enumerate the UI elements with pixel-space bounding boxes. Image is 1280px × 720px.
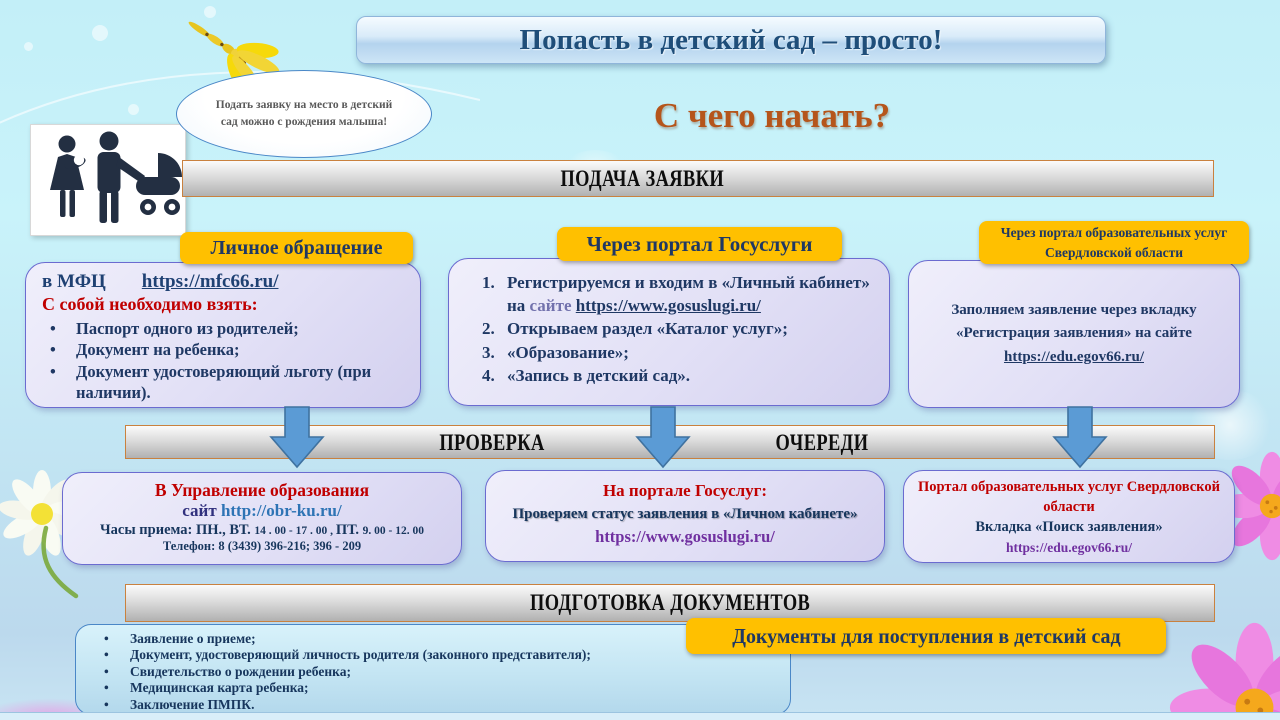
title-banner: Попасть в детский сад – просто! <box>356 16 1106 64</box>
card-personal-visit: в МФЦ https://mfc66.ru/ С собой необходим… <box>25 262 421 408</box>
pink-flower-icon <box>1169 622 1280 720</box>
speech-bubble-text: Подать заявку на место в детский сад мож… <box>215 99 393 128</box>
list-item: Паспорт одного из родителей; <box>42 318 408 340</box>
bubble-dot <box>128 104 139 115</box>
card-gosuslugi-status: На портале Госуслуг: Проверяем статус за… <box>485 470 885 562</box>
mfc-label: в МФЦ <box>42 271 106 292</box>
pink-flower-icon <box>1217 451 1280 561</box>
bubble-dot <box>24 42 33 51</box>
office-phone-line: Телефон: 8 (3439) 396-216; 396 - 209 <box>162 539 362 553</box>
office-hours-line: Часы приема: ПН., ВТ. 14 . 00 - 17 . 00 … <box>100 522 424 538</box>
background-wave <box>0 71 480 124</box>
badge-edu-portal-label: Через портал образовательных услуг Сверд… <box>1000 224 1228 260</box>
office-title: В Управление образования <box>154 480 370 500</box>
edu-search-tab: Вкладка «Поиск заявления» <box>975 519 1163 535</box>
section-bar-prepare-documents: ПОДГОТОВКА ДОКУМЕНТОВ <box>125 584 1215 622</box>
status-title: На портале Госуслуг: <box>602 481 768 500</box>
check-label: ПРОВЕРКА <box>438 430 545 455</box>
badge-admission-documents: Документы для поступления в детский сад <box>686 618 1166 654</box>
gosuslugi-link[interactable]: https://www.gosuslugi.ru/ <box>595 527 775 547</box>
list-item: Документ на ребенка; <box>42 339 408 361</box>
queue-label: ОЧЕРЕДИ <box>775 430 869 455</box>
take-with-you-list: Паспорт одного из родителей; Документ на… <box>42 318 408 404</box>
down-arrow-icon <box>269 406 325 469</box>
list-item: «Образование»; <box>499 342 877 365</box>
list-item: Регистрируемся и входим в «Личный кабине… <box>499 272 877 317</box>
gosuslugi-steps-list: Регистрируемся и входим в «Личный кабине… <box>459 272 877 388</box>
office-site-line: сайт http://obr-ku.ru/ <box>182 501 342 520</box>
documents-list-box: Заявление о приеме; Документ, удостоверя… <box>75 624 791 715</box>
card-education-office: В Управление образования сайт http://obr… <box>62 472 462 565</box>
down-arrow-icon <box>635 406 691 469</box>
badge-gosuslugi-portal: Через портал Госуслуги <box>557 227 842 261</box>
badge-gosuslugi-portal-label: Через портал Госуслуги <box>586 231 813 256</box>
mfc-link[interactable]: https://mfc66.ru/ <box>141 271 279 292</box>
list-item: Заключение ПМПК. <box>88 697 782 714</box>
family-with-stroller-icon <box>50 131 182 223</box>
list-item: Открываем раздел «Каталог услуг»; <box>499 318 877 341</box>
badge-edu-portal: Через портал образовательных услуг Сверд… <box>979 221 1249 264</box>
list-item: Медицинская карта ребенка; <box>88 680 782 697</box>
edu-portal-text: Заполняем заявление через вкладку «Регис… <box>951 302 1197 342</box>
speech-bubble: Подать заявку на место в детский сад мож… <box>176 70 432 158</box>
status-text: Проверяем статус заявления в «Личном каб… <box>512 505 858 522</box>
gosuslugi-link[interactable]: https://www.gosuslugi.ru/ <box>575 295 761 315</box>
edu-portal-link[interactable]: https://edu.egov66.ru/ <box>1003 348 1144 365</box>
subtitle-heading: С чего начать? <box>653 96 891 135</box>
badge-personal-visit: Личное обращение <box>180 232 413 264</box>
edu-search-title: Портал образовательных услуг Свердловско… <box>918 479 1220 515</box>
card-gosuslugi-steps: Регистрируемся и входим в «Личный кабине… <box>448 258 890 406</box>
section-bar-prepare-label: ПОДГОТОВКА ДОКУМЕНТОВ <box>529 590 811 615</box>
bottom-strip <box>0 712 1280 720</box>
list-item: Документ, удостоверяющий личность родите… <box>88 647 782 664</box>
mfc-line: в МФЦ https://mfc66.ru/ <box>42 271 408 293</box>
list-item: Свидетельство о рождении ребенка; <box>88 664 782 681</box>
family-image-card <box>30 124 186 236</box>
list-item: «Запись в детский сад». <box>499 365 877 388</box>
section-bar-apply: ПОДАЧА ЗАЯВКИ <box>182 160 1214 197</box>
list-item: Заявление о приеме; <box>88 631 782 648</box>
obr-ku-link[interactable]: http://obr-ku.ru/ <box>220 501 342 520</box>
edu-portal-link[interactable]: https://edu.egov66.ru/ <box>1005 540 1132 555</box>
card-edu-portal-search: Портал образовательных услуг Свердловско… <box>903 470 1235 563</box>
list-item: Документ удостоверяющий льготу (при нали… <box>42 361 408 404</box>
card-edu-portal: Заполняем заявление через вкладку «Регис… <box>908 260 1240 408</box>
bubble-dot <box>204 6 216 18</box>
section-bar-apply-label: ПОДАЧА ЗАЯВКИ <box>560 165 724 191</box>
bubble-dot <box>92 25 108 41</box>
take-with-you-heading: С собой необходимо взять: <box>42 294 258 314</box>
page-title: Попасть в детский сад – просто! <box>519 23 943 56</box>
badge-personal-visit-label: Личное обращение <box>210 236 383 259</box>
down-arrow-icon <box>1052 406 1108 469</box>
documents-list: Заявление о приеме; Документ, удостоверя… <box>88 631 782 713</box>
badge-admission-documents-label: Документы для поступления в детский сад <box>731 623 1121 648</box>
